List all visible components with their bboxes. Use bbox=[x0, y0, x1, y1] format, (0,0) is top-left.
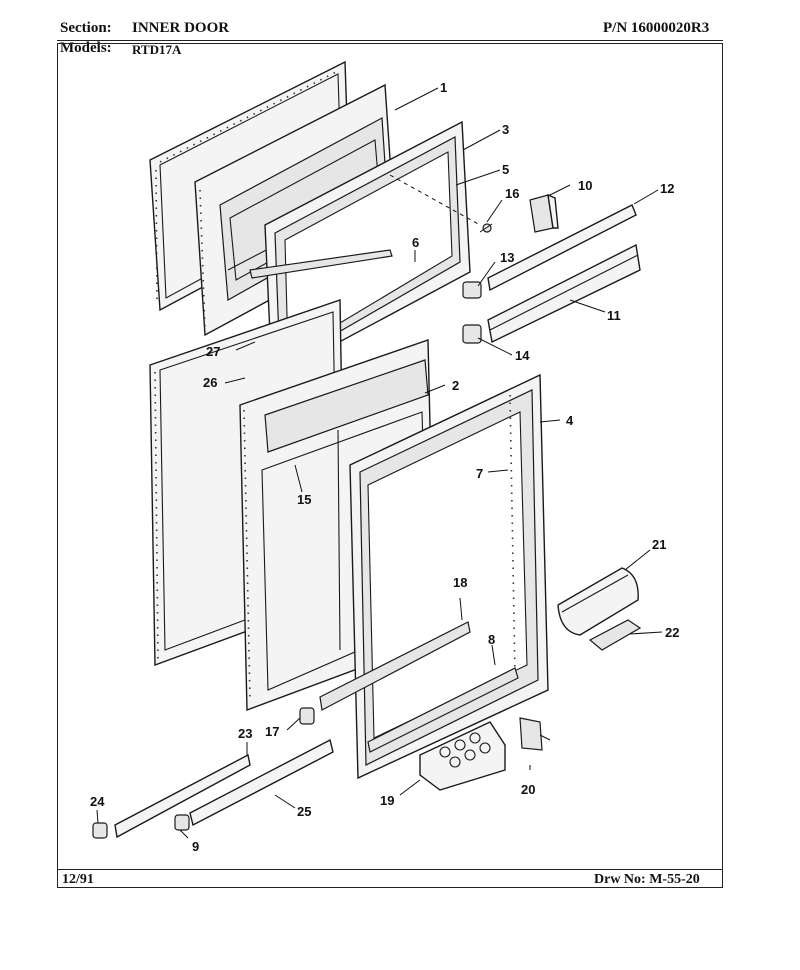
callout-13: 13 bbox=[500, 250, 514, 265]
models-value: RTD17A bbox=[132, 42, 182, 57]
frame-top-rule bbox=[57, 40, 723, 41]
callout-10: 10 bbox=[578, 178, 592, 193]
cap-17 bbox=[299, 707, 315, 725]
footer-drawing-number: Drw No: M-55-20 bbox=[594, 872, 700, 887]
models-label: Models: bbox=[60, 40, 112, 56]
shelf-rail-11 bbox=[487, 243, 641, 344]
callout-27: 27 bbox=[206, 344, 220, 359]
callout-9: 9 bbox=[192, 839, 199, 854]
callout-6: 6 bbox=[412, 235, 419, 250]
section-value: INNER DOOR bbox=[132, 20, 230, 36]
end-cap-24 bbox=[92, 822, 108, 839]
callout-12: 12 bbox=[660, 181, 674, 196]
callout-14: 14 bbox=[515, 348, 530, 363]
frame-footer-rule bbox=[57, 869, 723, 870]
shelf-rail-12 bbox=[487, 204, 637, 292]
callout-26: 26 bbox=[203, 375, 217, 390]
callout-19: 19 bbox=[380, 793, 394, 808]
callout-25: 25 bbox=[297, 804, 311, 819]
callout-15: 15 bbox=[297, 492, 311, 507]
end-cap-14 bbox=[462, 324, 482, 344]
callout-3: 3 bbox=[502, 122, 509, 137]
callout-17: 17 bbox=[265, 724, 279, 739]
trim-strip-23 bbox=[114, 753, 251, 839]
bracket-20 bbox=[519, 717, 551, 751]
callout-4: 4 bbox=[566, 413, 574, 428]
door-shelf-18 bbox=[319, 621, 471, 711]
end-cap-13 bbox=[462, 281, 482, 299]
callout-22: 22 bbox=[665, 625, 679, 640]
diagram-frame bbox=[57, 43, 723, 888]
egg-tray-19 bbox=[419, 721, 506, 791]
callout-24: 24 bbox=[90, 794, 105, 809]
callout-18: 18 bbox=[453, 575, 467, 590]
callout-16: 16 bbox=[505, 186, 519, 201]
callout-1: 1 bbox=[440, 80, 447, 95]
trim-strip-25 bbox=[189, 738, 334, 827]
callout-23: 23 bbox=[238, 726, 252, 741]
end-cap-9 bbox=[174, 814, 190, 831]
callout-21: 21 bbox=[652, 537, 666, 552]
bracket-10 bbox=[529, 193, 559, 233]
callout-8: 8 bbox=[488, 632, 495, 647]
leader-lines bbox=[96, 87, 663, 839]
tray-22 bbox=[588, 619, 642, 651]
part-number: P/N 16000020R3 bbox=[603, 20, 710, 36]
door-shelf-8 bbox=[367, 667, 519, 753]
callout-11: 11 bbox=[607, 308, 621, 323]
callout-7: 7 bbox=[476, 466, 483, 481]
screw-16 bbox=[479, 223, 493, 233]
footer-date: 12/91 bbox=[62, 872, 94, 887]
section-label: Section: bbox=[60, 20, 112, 36]
breaker-strip-6 bbox=[249, 249, 393, 279]
callout-20: 20 bbox=[521, 782, 535, 797]
callout-5: 5 bbox=[502, 162, 509, 177]
callout-2: 2 bbox=[452, 378, 459, 393]
dairy-door-21 bbox=[557, 567, 639, 636]
